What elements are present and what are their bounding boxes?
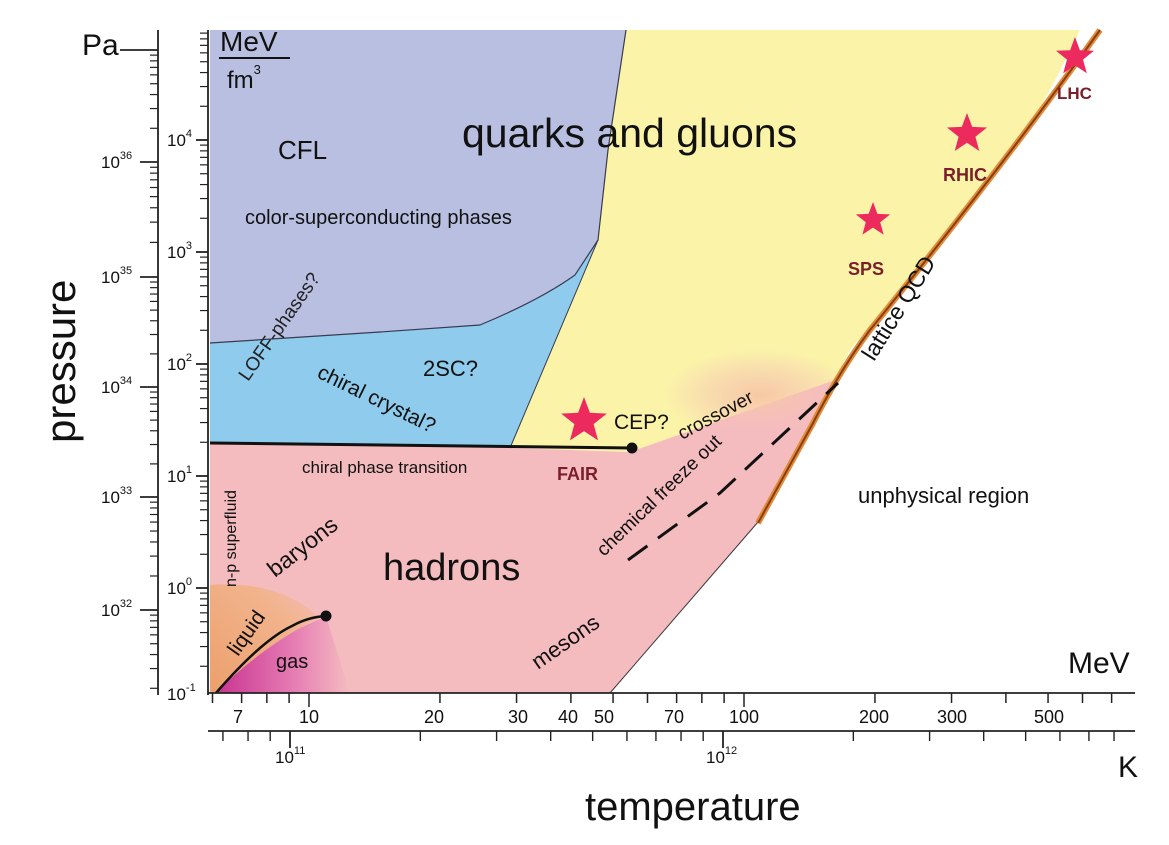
edens-tick-1e3: 103: [167, 240, 192, 262]
k-tick-1e11: 1011: [275, 745, 305, 767]
pa-tick-1e33: 1033: [101, 485, 132, 507]
color-superconducting-region: [210, 30, 626, 343]
rhic-star: [947, 113, 987, 151]
mev-tick-100: 100: [729, 707, 759, 727]
chiral-crystal-boundary-line: [509, 239, 599, 449]
label-cep: CEP?: [614, 411, 669, 434]
pa-tick-labels: 1036 1035 1034 1033 1032: [101, 150, 132, 620]
label-rhic: RHIC: [943, 165, 987, 185]
pa-major-ticks: [140, 161, 158, 611]
label-sps: SPS: [848, 259, 884, 279]
pa-tick-1e32: 1032: [101, 598, 132, 620]
label-color-superconducting: color-superconducting phases: [245, 207, 512, 229]
chiral-phase-transition-line: [209, 441, 633, 450]
pa-tick-1e36: 1036: [101, 150, 132, 172]
hadron-boundary-line: [609, 521, 759, 694]
label-np-superfluid: n-p superfluid: [223, 490, 240, 587]
label-2sc: 2SC?: [423, 356, 478, 381]
chemical-freeze-out-line: [627, 381, 840, 562]
mev-per-fm3-numerator: MeV: [220, 26, 278, 57]
edens-tick-1e1: 101: [167, 464, 192, 486]
pa-unit: Pa: [82, 29, 119, 62]
label-lhc: LHC: [1057, 84, 1092, 103]
gas-region: [215, 616, 350, 693]
mev-tick-50: 50: [594, 707, 614, 727]
hadron-region: [210, 380, 835, 693]
edens-tick-1e0: 100: [167, 576, 192, 598]
lhc-star: [1056, 37, 1094, 74]
label-gas: gas: [276, 651, 308, 673]
edens-tick-1e-1: 10-1: [167, 682, 196, 704]
mev-tick-30: 30: [508, 707, 528, 727]
chiral-crystal-region: [210, 240, 598, 448]
mev-tick-labels: 7 10 20 30 40 50 70 100 200 300 500: [233, 707, 1064, 727]
mev-tick-10: 10: [299, 707, 319, 727]
label-chiral-phase-transition: chiral phase transition: [302, 458, 467, 477]
critical-end-point: [626, 442, 638, 454]
fair-star: [561, 397, 607, 441]
k-major-ticks: [289, 731, 724, 748]
pa-tick-1e35: 1035: [101, 265, 132, 287]
label-unphysical-region: unphysical region: [858, 483, 1029, 508]
mev-tick-300: 300: [937, 707, 967, 727]
energy-density-major-ticks: [196, 139, 208, 589]
edens-tick-1e2: 102: [167, 352, 192, 374]
sps-star: [855, 202, 891, 235]
mev-per-fm3-denominator: fm3: [227, 62, 261, 94]
mev-tick-7: 7: [233, 707, 243, 727]
crossover-blend: [665, 350, 855, 440]
unphysical-region: [610, 30, 1145, 693]
liquid-gas-transition-line: [215, 614, 327, 694]
liquid-region: [210, 584, 320, 693]
mev-tick-70: 70: [664, 707, 684, 727]
pa-tick-1e34: 1034: [101, 375, 132, 397]
experiment-markers: [561, 37, 1094, 441]
mev-tick-20: 20: [424, 707, 444, 727]
label-fair: FAIR: [557, 464, 598, 484]
label-cfl: CFL: [278, 135, 327, 165]
energy-density-tick-labels: 104 103 102 101 100 10-1: [167, 128, 196, 704]
color-sc-boundary-line: [209, 29, 627, 344]
x-axis-title: temperature: [585, 785, 801, 829]
mev-unit: MeV: [1068, 647, 1130, 680]
bottom-axis: [208, 692, 1135, 741]
liquid-gas-endpoint: [320, 610, 332, 622]
mev-tick-500: 500: [1034, 707, 1064, 727]
y-axis-title: pressure: [37, 280, 84, 443]
edens-tick-1e4: 104: [167, 128, 192, 150]
k-tick-1e12: 1012: [706, 745, 737, 767]
quark-gluon-region: [510, 30, 1080, 520]
label-hadrons: hadrons: [383, 547, 520, 589]
label-quarks-and-gluons: quarks and gluons: [462, 110, 797, 156]
mev-tick-40: 40: [558, 707, 578, 727]
kelvin-unit: K: [1118, 751, 1138, 784]
mev-tick-200: 200: [859, 707, 889, 727]
